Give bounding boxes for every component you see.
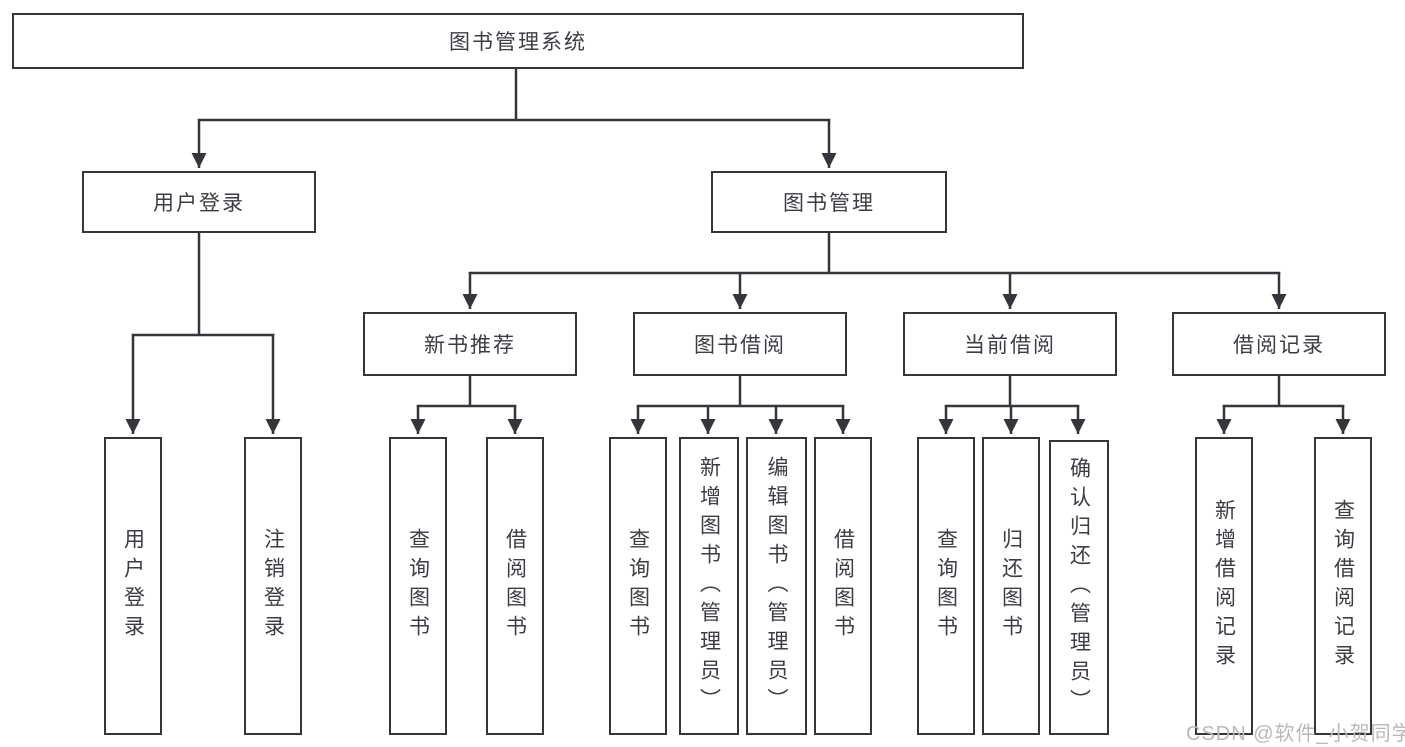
connector-current-borrow-branch	[944, 376, 1080, 408]
leaf-logout: 注销登录	[244, 437, 302, 735]
leaf-current-query-books: 查询图书	[917, 437, 975, 735]
node-current-borrow: 当前借阅	[903, 312, 1117, 376]
node-root: 图书管理系统	[12, 13, 1024, 69]
leaf-user-login: 用户登录	[104, 437, 162, 735]
leaf-add-book-admin: 新增图书（管理员）	[679, 437, 739, 735]
connector-borrow-records-branch	[1222, 376, 1345, 408]
connector-user-login-branch	[131, 233, 275, 337]
node-borrow-records: 借阅记录	[1172, 312, 1386, 376]
leaf-confirm-return-admin: 确认归还（管理员）	[1049, 440, 1109, 735]
leaf-edit-book-admin: 编辑图书（管理员）	[746, 437, 807, 735]
leaf-recommend-borrow-books: 借阅图书	[486, 437, 544, 735]
leaf-return-books: 归还图书	[982, 437, 1040, 735]
connector-new-book-recommend-branch	[416, 376, 517, 408]
leaf-borrow-query-books: 查询图书	[609, 437, 667, 735]
leaf-borrow-books: 借阅图书	[814, 437, 872, 735]
connector-root-branch	[197, 68, 831, 122]
leaf-query-borrow-record: 查询借阅记录	[1314, 437, 1372, 735]
node-new-book-recommend: 新书推荐	[363, 312, 577, 376]
csdn-watermark: CSDN @软件_小贺同学	[1186, 723, 1405, 745]
node-book-management: 图书管理	[711, 171, 947, 233]
connector-book-borrow-branch	[636, 376, 845, 408]
leaf-recommend-query-books: 查询图书	[389, 437, 447, 735]
connector-book-management-branch	[468, 233, 1281, 275]
node-book-borrow: 图书借阅	[633, 312, 847, 376]
node-user-login: 用户登录	[82, 171, 316, 233]
leaf-add-borrow-record: 新增借阅记录	[1195, 437, 1253, 735]
